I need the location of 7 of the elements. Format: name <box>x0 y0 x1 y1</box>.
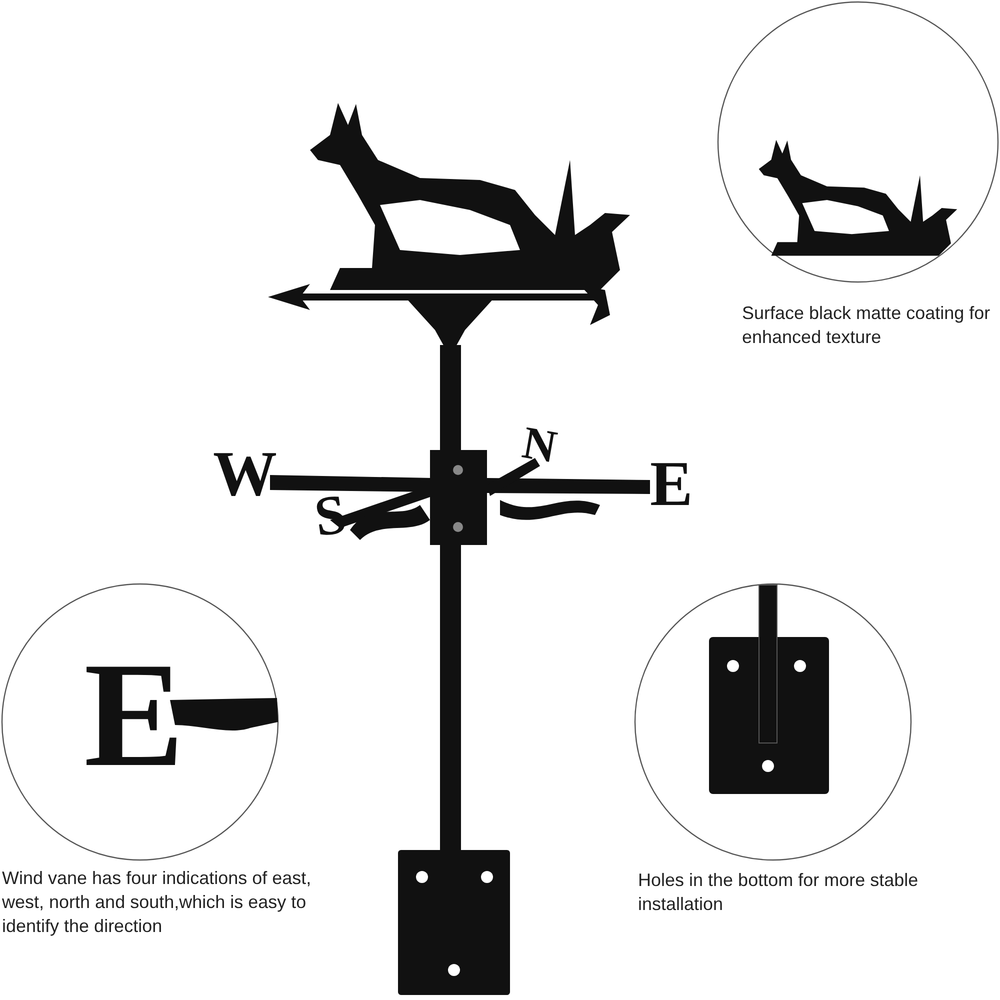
compass-letter: E <box>84 640 184 790</box>
compass-letter: W <box>213 442 277 506</box>
compass-letter: N <box>519 419 560 471</box>
caption: Holes in the bottom for more stable installation <box>638 869 920 916</box>
compass-letter: E <box>650 452 693 516</box>
caption: Surface black matte coating for enhanced texture <box>742 302 992 349</box>
caption: Wind vane has four indications of east, west, north and south,which is easy to identify the direction <box>2 867 312 938</box>
